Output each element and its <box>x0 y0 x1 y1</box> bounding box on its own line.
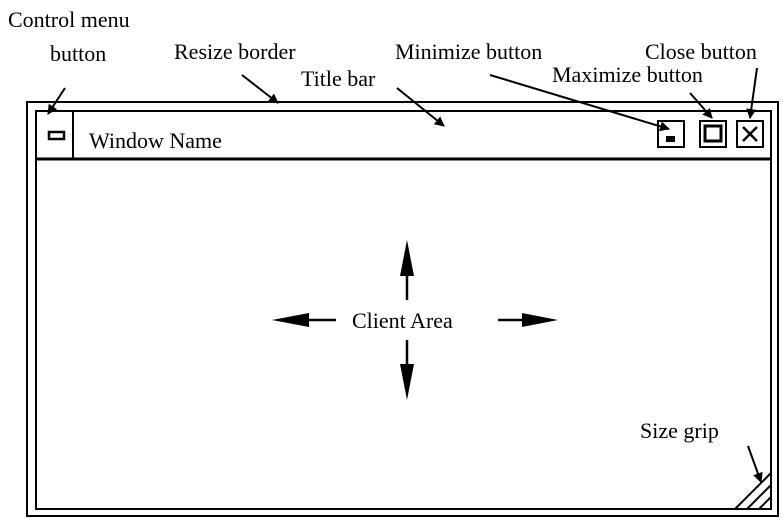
label-size-grip: Size grip <box>640 418 719 443</box>
close-button[interactable] <box>736 120 764 148</box>
client-area-label: Client Area <box>352 308 453 333</box>
arrow-left-head <box>272 313 309 327</box>
size-grip-icon[interactable] <box>734 472 772 510</box>
arrow-up-head <box>400 240 414 276</box>
arrow-title-bar <box>396 87 445 127</box>
client-area-arrows <box>272 240 558 400</box>
label-close: Close button <box>645 39 757 64</box>
label-control-menu-line2: button <box>50 41 107 66</box>
window-inner-border <box>35 110 772 510</box>
label-resize-border: Resize border <box>174 39 296 64</box>
annotation-arrows <box>47 67 763 483</box>
minimize-icon <box>666 136 675 142</box>
arrow-minimize <box>489 74 670 132</box>
arrow-maximize <box>689 92 713 119</box>
arrow-control-menu <box>47 87 66 115</box>
label-control-menu-line1: Control menu <box>8 7 130 32</box>
window-outer-border[interactable] <box>26 101 779 517</box>
arrow-resize-border <box>241 74 279 104</box>
label-title-bar: Title bar <box>301 66 376 91</box>
close-icon <box>742 126 758 142</box>
maximize-button[interactable] <box>699 120 727 148</box>
arrow-right-head <box>522 313 558 327</box>
minimize-button[interactable] <box>657 120 685 148</box>
label-maximize: Maximize button <box>552 62 703 87</box>
arrow-down-head <box>400 364 414 400</box>
maximize-icon <box>703 124 723 143</box>
arrow-size-grip <box>747 445 763 483</box>
label-minimize: Minimize button <box>395 39 543 64</box>
control-menu-icon[interactable] <box>47 130 66 141</box>
arrow-close <box>746 67 758 119</box>
window-title: Window Name <box>89 128 222 153</box>
